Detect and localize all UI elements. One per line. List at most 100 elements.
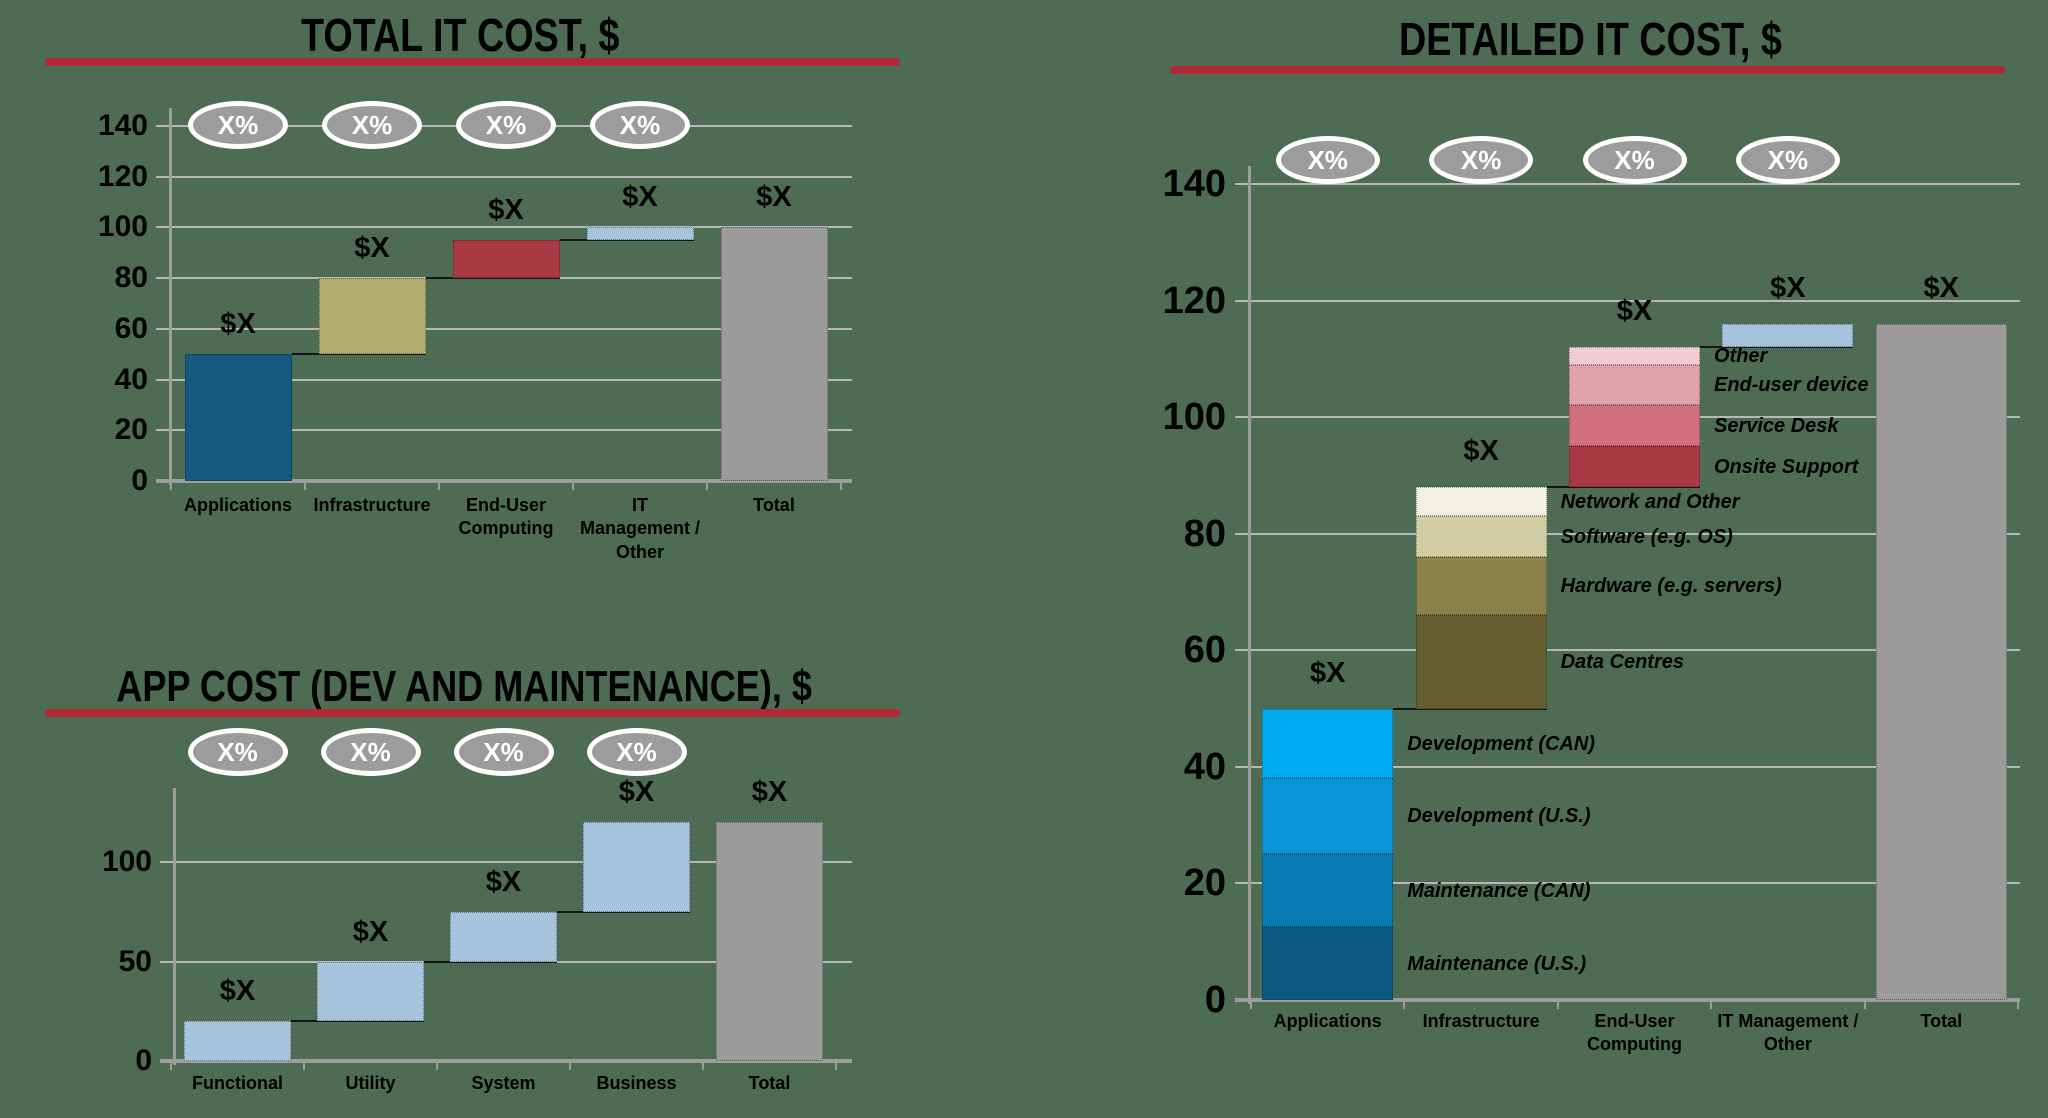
- chart-title-text: TOTAL IT COST, $: [300, 9, 620, 61]
- bar-segment-Maintenance (CAN): [1262, 854, 1394, 928]
- y-axis-label-140: 140: [1162, 162, 1226, 205]
- y-axis-label-120: 120: [1162, 279, 1226, 322]
- x-axis-tick: [1403, 1000, 1406, 1009]
- y-axis-label-0: 0: [131, 464, 148, 497]
- bar-segment-Utility: [317, 961, 424, 1022]
- waterfall-connector: [291, 1020, 424, 1023]
- segment-label: Software (e.g. OS): [1560, 525, 1733, 548]
- y-axis-line: [1248, 166, 1251, 1004]
- x-axis-tick: [2017, 1000, 2019, 1009]
- x-axis-tick: [1250, 1000, 1252, 1009]
- value-label: $X: [1770, 271, 1806, 304]
- x-axis-tick: [436, 1061, 438, 1070]
- gridline-60: [1235, 649, 2020, 652]
- y-axis-label-40: 40: [114, 362, 148, 396]
- y-axis-label-140: 140: [97, 108, 148, 142]
- y-axis-label-100: 100: [97, 210, 148, 244]
- gridline-140: [1235, 182, 2020, 185]
- percent-badge: X%: [453, 728, 554, 776]
- gridline-40: [1235, 765, 2020, 768]
- chart-title-detailed-it-cost: DETAILED IT COST, $: [1170, 12, 2010, 66]
- segment-label: End-user device: [1714, 374, 1869, 397]
- bar-segment-Other: [1569, 347, 1700, 365]
- value-label: $X: [1616, 295, 1653, 328]
- waterfall-connector: [1546, 486, 1700, 489]
- segment-label: Service Desk: [1714, 414, 1839, 437]
- value-label: $X: [219, 975, 256, 1008]
- value-label: $X: [488, 194, 524, 227]
- x-axis-tick: [1863, 1000, 1866, 1009]
- x-axis-tick: [1710, 1000, 1713, 1009]
- bar-segment-Total: [1875, 323, 2007, 1000]
- value-label: $X: [1309, 656, 1346, 689]
- gridline-120: [156, 175, 852, 178]
- segment-label: Onsite Support: [1714, 455, 1859, 478]
- x-axis-tick: [702, 1061, 704, 1070]
- segment-label: Development (CAN): [1407, 732, 1595, 755]
- category-label: Infrastructure: [313, 495, 431, 515]
- title-underline-total-it-cost: [45, 58, 900, 66]
- percent-badge: X%: [1582, 136, 1687, 184]
- value-label: $X: [622, 181, 658, 214]
- percent-badge: X%: [1735, 136, 1840, 184]
- percent-badge: X%: [320, 728, 421, 776]
- value-label: $X: [756, 181, 792, 214]
- chart-title-text: DETAILED IT COST, $: [1398, 13, 1782, 65]
- bar-segment-End-User Computing: [452, 240, 560, 279]
- waterfall-connector: [291, 353, 426, 356]
- category-label: Business: [596, 1073, 677, 1093]
- category-label: Utility: [345, 1073, 396, 1093]
- bar-segment-Software (e.g. OS): [1415, 516, 1547, 557]
- bar-segment-Infrastructure: [318, 278, 426, 355]
- x-axis-tick: [438, 481, 440, 490]
- bar-segment-Hardware (e.g. servers): [1415, 556, 1547, 616]
- category-label: End-User Computing: [458, 495, 554, 539]
- value-label: $X: [751, 776, 788, 809]
- waterfall-connector: [1700, 346, 1854, 349]
- gridline-0: [156, 479, 852, 483]
- bar-segment-Development (U.S.): [1262, 778, 1394, 855]
- value-label: $X: [618, 776, 655, 809]
- category-label: Total: [748, 1073, 791, 1093]
- category-label: Functional: [192, 1073, 283, 1093]
- y-axis-label-100: 100: [1162, 396, 1226, 439]
- chart-title-app-cost: APP COST (DEV AND MAINTENANCE), $: [40, 662, 870, 712]
- chart-title-text: APP COST (DEV AND MAINTENANCE), $: [116, 662, 812, 711]
- bar-segment-Total: [720, 227, 828, 481]
- y-axis-label-80: 80: [114, 261, 148, 295]
- waterfall-connector: [425, 277, 560, 280]
- bar-segment-Maintenance (U.S.): [1262, 927, 1394, 1000]
- bar-segment-System: [450, 911, 557, 962]
- waterfall-connector: [559, 239, 694, 242]
- chart-title-total-it-cost: TOTAL IT COST, $: [90, 8, 830, 62]
- y-axis-label-20: 20: [114, 413, 148, 447]
- x-axis-tick: [835, 1061, 837, 1070]
- gridline-120: [1235, 299, 2020, 302]
- gridline-20: [156, 429, 852, 432]
- category-label: Total: [753, 495, 795, 515]
- gridline-100: [160, 861, 852, 863]
- bar-segment-IT Management / Other: [586, 227, 694, 241]
- bar-segment-Service Desk: [1569, 405, 1700, 447]
- bar-segment-Data Centres: [1415, 615, 1547, 709]
- y-axis-label-60: 60: [114, 311, 148, 345]
- category-label: IT Management / Other: [579, 495, 701, 562]
- x-axis-tick: [569, 1061, 571, 1070]
- percent-badge: X%: [187, 728, 288, 776]
- percent-badge: X%: [590, 101, 690, 149]
- percent-badge: X%: [456, 101, 556, 149]
- y-axis-label-120: 120: [97, 159, 148, 193]
- percent-badge: X%: [1275, 136, 1380, 184]
- x-axis-tick: [303, 1061, 305, 1070]
- value-label: $X: [1923, 271, 1960, 304]
- segment-label: Development (U.S.): [1407, 805, 1591, 828]
- gridline-0: [160, 1059, 852, 1063]
- y-axis-label-40: 40: [1183, 745, 1226, 788]
- y-axis-label-20: 20: [1183, 862, 1226, 905]
- category-label: End-User Computing: [1587, 1011, 1682, 1055]
- segment-label: Hardware (e.g. servers): [1560, 575, 1782, 598]
- category-label: Applications: [1273, 1011, 1382, 1031]
